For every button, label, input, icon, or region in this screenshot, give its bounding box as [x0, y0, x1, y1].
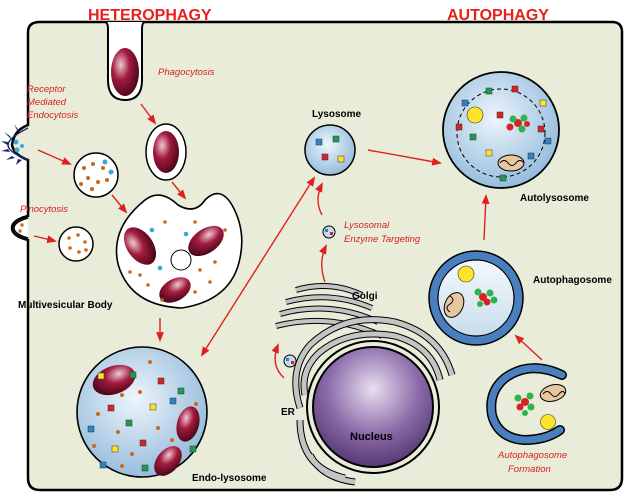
- arrow-vesicle-to-mvb: [111, 194, 128, 214]
- label-targeting-line2: Enzyme Targeting: [344, 234, 421, 245]
- nuclear-envelope: [306, 340, 440, 474]
- phagocytosis-invagination: [104, 21, 146, 102]
- pinocytic-pit: [13, 217, 29, 239]
- arrow-pinocytosis-to-vesicle: [33, 235, 57, 243]
- phagophore: [486, 363, 567, 446]
- label-receptor-line3: Endocytosis: [27, 110, 78, 121]
- arrow-receptor-to-vesicle: [37, 149, 72, 165]
- autolysosome: [442, 71, 560, 189]
- label-lysosome: Lysosome: [312, 109, 362, 120]
- multivesicular-body: [115, 192, 243, 309]
- receptor-coated-pit: [1, 124, 29, 165]
- label-er: ER: [281, 407, 296, 418]
- label-autolysosome: Autolysosome: [520, 193, 589, 204]
- arrow-autophagosome-to-autolysosome: [481, 194, 490, 241]
- label-autophagosome-formation-line2: Formation: [508, 464, 551, 475]
- arrow-golgi-to-vesicle: [318, 244, 327, 283]
- nucleus: [312, 346, 434, 468]
- enzyme-transport-vesicle: [322, 225, 336, 239]
- label-multivesicular-body: Multivesicular Body: [18, 300, 113, 311]
- label-autophagosome-formation-line1: Autophagosome: [497, 450, 567, 461]
- arrow-phagophore-to-autophagosome: [514, 334, 543, 361]
- label-golgi: Golgi: [352, 291, 378, 302]
- endoplasmic-reticulum-fill: [293, 317, 455, 485]
- arrow-lysosome-to-autolysosome: [367, 149, 442, 166]
- label-targeting-line1: Lysosomal: [344, 220, 390, 231]
- label-nucleus: Nucleus: [350, 431, 393, 443]
- autophagosome: [428, 250, 524, 346]
- arrow-er-to-golgi: [271, 343, 285, 379]
- arrow-vesicle-to-lysosome: [314, 182, 323, 216]
- er-vesicle: [283, 354, 297, 368]
- heading-heterophagy: HETEROPHAGY: [88, 7, 212, 24]
- lysosome: [304, 124, 356, 176]
- label-receptor-line2: Mediated: [27, 97, 67, 108]
- label-pinocytosis: Pinocytosis: [20, 204, 68, 215]
- heading-autophagy: AUTOPHAGY: [447, 7, 549, 24]
- arrow-phagocytosis-to-phagosome: [140, 103, 157, 125]
- phagosome: [145, 123, 187, 181]
- label-endo-lysosome: Endo-lysosome: [192, 473, 267, 484]
- endo-lysosome: [76, 346, 208, 478]
- endocytic-vesicle: [73, 152, 119, 198]
- label-phagocytosis: Phagocytosis: [158, 67, 215, 78]
- label-autophagosome: Autophagosome: [533, 275, 612, 286]
- pinocytic-vesicle: [58, 226, 94, 262]
- arrow-phagosome-to-mvb: [171, 181, 187, 200]
- arrow-lysosome-endolysosome: [200, 176, 316, 357]
- label-receptor-line1: Receptor: [27, 84, 66, 95]
